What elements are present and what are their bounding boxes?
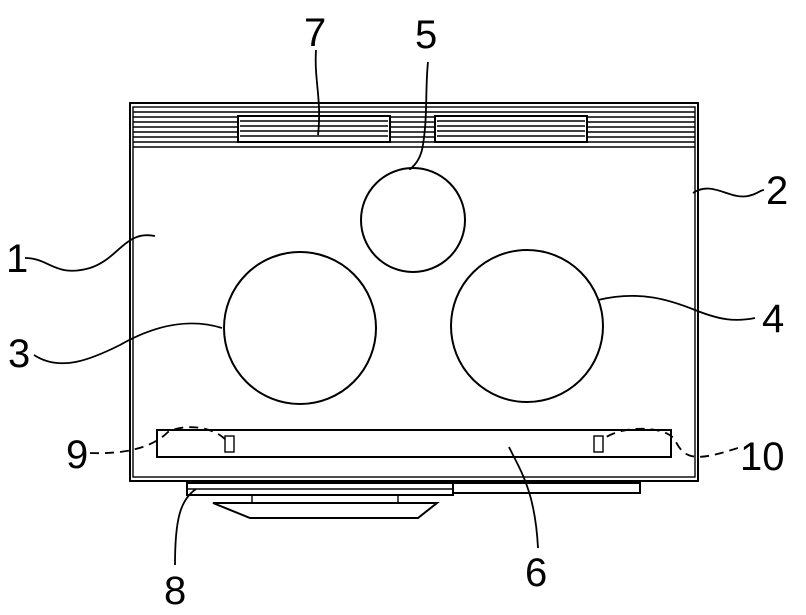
leader-3: [33, 322, 223, 365]
label-6: 6: [525, 551, 547, 595]
heating-zone-rear: [360, 167, 466, 273]
label-7: 7: [304, 11, 326, 55]
label-4: 4: [762, 297, 784, 341]
exhaust-grille: [133, 111, 695, 148]
label-5: 5: [415, 13, 437, 57]
operation-panel: [156, 429, 672, 458]
front-strip-right: [452, 482, 641, 494]
label-10: 10: [740, 435, 785, 479]
heating-zone-left: [223, 251, 377, 405]
leader-5: [409, 61, 429, 171]
switch-left: [224, 435, 235, 453]
leader-1: [24, 234, 156, 272]
cooktop-top-plate: [132, 106, 696, 478]
cooktop-outer-frame: [129, 102, 699, 482]
grille-opening-left: [237, 115, 391, 143]
label-2: 2: [766, 169, 788, 213]
leader-9: [89, 426, 227, 455]
label-3: 3: [8, 332, 30, 376]
label-9: 9: [66, 433, 88, 477]
leader-4: [597, 294, 756, 321]
label-1: 1: [6, 237, 28, 281]
grill-door: [212, 502, 440, 519]
grille-opening-right: [434, 115, 588, 143]
leader-7: [314, 49, 321, 136]
leader-10: [601, 427, 739, 458]
leader-2: [692, 187, 765, 198]
leader-8: [174, 488, 197, 566]
label-8: 8: [164, 569, 186, 613]
heating-zone-right: [450, 249, 604, 403]
switch-right: [593, 435, 604, 453]
leader-6: [508, 446, 539, 549]
